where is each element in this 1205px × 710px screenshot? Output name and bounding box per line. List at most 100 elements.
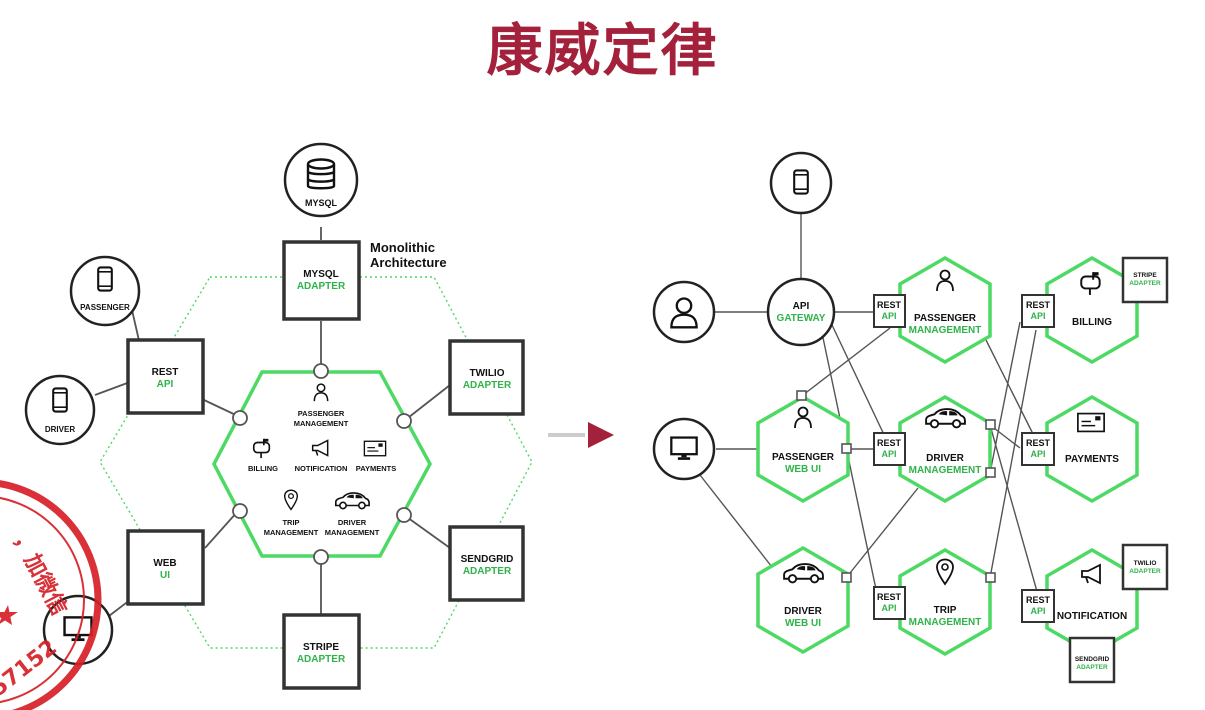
svg-text:PASSENGER: PASSENGER bbox=[298, 409, 345, 418]
service-passenger-management: PASSENGER MANAGEMENT bbox=[898, 255, 992, 365]
svg-text:MANAGEMENT: MANAGEMENT bbox=[294, 419, 349, 428]
monolith-core-hexagon bbox=[212, 370, 432, 558]
svg-text:MANAGEMENT: MANAGEMENT bbox=[909, 465, 982, 476]
svg-text:ADAPTER: ADAPTER bbox=[463, 380, 512, 391]
svg-text:API: API bbox=[1030, 449, 1045, 459]
svg-text:WEB UI: WEB UI bbox=[785, 618, 821, 629]
transition-arrow bbox=[548, 422, 614, 448]
svg-text:ADAPTER: ADAPTER bbox=[463, 566, 512, 577]
svg-text:API: API bbox=[793, 301, 810, 312]
svg-text:DRIVER: DRIVER bbox=[926, 453, 965, 464]
rest-api-billing: REST API bbox=[1021, 294, 1055, 328]
svg-text:PASSENGER: PASSENGER bbox=[80, 303, 130, 312]
svg-text:DRIVER: DRIVER bbox=[784, 606, 823, 617]
svg-text:MYSQL: MYSQL bbox=[303, 269, 339, 280]
svg-text:API: API bbox=[1030, 606, 1045, 616]
driver-client: DRIVER bbox=[24, 374, 96, 446]
module-payments: PAYMENTS bbox=[356, 440, 396, 473]
svg-text:TRIP: TRIP bbox=[934, 605, 957, 616]
svg-text:NOTIFICATION: NOTIFICATION bbox=[295, 464, 348, 473]
svg-text:TWILIO: TWILIO bbox=[470, 368, 505, 379]
svg-text:REST: REST bbox=[1026, 300, 1051, 310]
svg-text:MANAGEMENT: MANAGEMENT bbox=[325, 528, 380, 537]
svg-text:DRIVER: DRIVER bbox=[45, 425, 75, 434]
svg-text:REST: REST bbox=[877, 300, 902, 310]
svg-text:ADAPTER: ADAPTER bbox=[1129, 280, 1161, 287]
svg-text:BILLING: BILLING bbox=[248, 464, 278, 473]
svg-text:PAYMENTS: PAYMENTS bbox=[1065, 454, 1119, 465]
stripe-adapter-box: STRIPE ADAPTER bbox=[282, 613, 361, 690]
svg-text:SENDGRID: SENDGRID bbox=[461, 554, 514, 565]
rest-api-driver-management: REST API bbox=[873, 432, 906, 466]
mysql-database: MYSQL bbox=[283, 142, 359, 218]
svg-text:DRIVER: DRIVER bbox=[338, 518, 367, 527]
rest-api-notification: REST API bbox=[1021, 589, 1055, 623]
red-seal-stamp: ，加微信 57152 bbox=[0, 480, 102, 710]
monolith-caption-line2: Architecture bbox=[370, 255, 447, 270]
svg-text:NOTIFICATION: NOTIFICATION bbox=[1057, 611, 1127, 622]
stripe-adapter-small: STRIPE ADAPTER bbox=[1121, 256, 1169, 304]
svg-text:REST: REST bbox=[152, 367, 179, 378]
svg-text:REST: REST bbox=[877, 592, 902, 602]
svg-text:STRIPE: STRIPE bbox=[1133, 272, 1157, 279]
svg-text:API: API bbox=[1030, 311, 1045, 321]
svg-text:PASSENGER: PASSENGER bbox=[772, 452, 835, 463]
svg-text:TWILIO: TWILIO bbox=[1134, 560, 1157, 567]
svg-text:UI: UI bbox=[160, 570, 170, 581]
svg-text:ADAPTER: ADAPTER bbox=[1076, 664, 1108, 671]
rest-api-box: REST API bbox=[126, 338, 205, 415]
api-gateway: API GATEWAY bbox=[766, 277, 836, 347]
service-driver-management: DRIVER MANAGEMENT bbox=[898, 394, 992, 504]
monolith-caption-line1: Monolithic bbox=[370, 240, 435, 255]
svg-text:ADAPTER: ADAPTER bbox=[1129, 568, 1161, 575]
sendgrid-adapter-small: SENDGRID ADAPTER bbox=[1068, 636, 1116, 684]
svg-text:STRIPE: STRIPE bbox=[303, 642, 339, 653]
svg-text:SENDGRID: SENDGRID bbox=[1075, 656, 1110, 663]
service-payments: PAYMENTS bbox=[1045, 394, 1139, 504]
svg-text:API: API bbox=[881, 603, 896, 613]
monolith-diagram: MYSQL Monolithic Architecture MYSQL ADAP… bbox=[24, 142, 533, 690]
svg-text:WEB UI: WEB UI bbox=[785, 464, 821, 475]
microservice-ports bbox=[796, 390, 996, 583]
rest-api-trip-management: REST API bbox=[873, 586, 906, 620]
svg-text:API: API bbox=[157, 379, 174, 390]
svg-text:REST: REST bbox=[1026, 438, 1051, 448]
sendgrid-adapter-box: SENDGRID ADAPTER bbox=[448, 525, 525, 602]
module-trip-management: TRIP MANAGEMENT bbox=[264, 489, 319, 537]
mysql-adapter-box: MYSQL ADAPTER bbox=[282, 240, 361, 321]
svg-text:WEB: WEB bbox=[153, 558, 176, 569]
microservices-diagram: API GATEWAY PASSENGER MANAGEMENT PASSENG… bbox=[652, 151, 1169, 684]
service-trip-management: TRIP MANAGEMENT bbox=[898, 547, 992, 657]
twilio-adapter-small: TWILIO ADAPTER bbox=[1121, 543, 1169, 591]
svg-text:PAYMENTS: PAYMENTS bbox=[356, 464, 396, 473]
browser-client-right bbox=[652, 417, 716, 481]
rest-api-passenger-management: REST API bbox=[873, 294, 906, 328]
service-passenger-web-ui: PASSENGER WEB UI bbox=[756, 394, 850, 504]
svg-text:MANAGEMENT: MANAGEMENT bbox=[909, 617, 982, 628]
svg-text:TRIP: TRIP bbox=[282, 518, 299, 527]
passenger-client: PASSENGER bbox=[69, 255, 141, 327]
mobile-client bbox=[769, 151, 833, 215]
service-driver-web-ui: DRIVER WEB UI bbox=[756, 545, 850, 655]
module-billing: BILLING bbox=[248, 438, 278, 473]
svg-text:GATEWAY: GATEWAY bbox=[777, 313, 826, 324]
svg-text:REST: REST bbox=[1026, 595, 1051, 605]
svg-text:BILLING: BILLING bbox=[1072, 317, 1112, 328]
module-notification: NOTIFICATION bbox=[295, 439, 348, 473]
svg-text:MANAGEMENT: MANAGEMENT bbox=[909, 325, 982, 336]
svg-text:MANAGEMENT: MANAGEMENT bbox=[264, 528, 319, 537]
svg-text:API: API bbox=[881, 311, 896, 321]
twilio-adapter-box: TWILIO ADAPTER bbox=[448, 339, 525, 416]
web-ui-box: WEB UI bbox=[126, 529, 205, 606]
mysql-label: MYSQL bbox=[305, 198, 338, 208]
monolith-ports bbox=[232, 363, 412, 565]
stamp-text-top: ，加微信 bbox=[8, 530, 72, 620]
svg-text:API: API bbox=[881, 449, 896, 459]
module-driver-management: DRIVER MANAGEMENT bbox=[325, 492, 380, 537]
svg-text:ADAPTER: ADAPTER bbox=[297, 281, 346, 292]
page-title: 康威定律 bbox=[486, 19, 719, 84]
rest-api-payments: REST API bbox=[1021, 432, 1055, 466]
user-client bbox=[652, 280, 716, 344]
svg-text:ADAPTER: ADAPTER bbox=[297, 654, 346, 665]
